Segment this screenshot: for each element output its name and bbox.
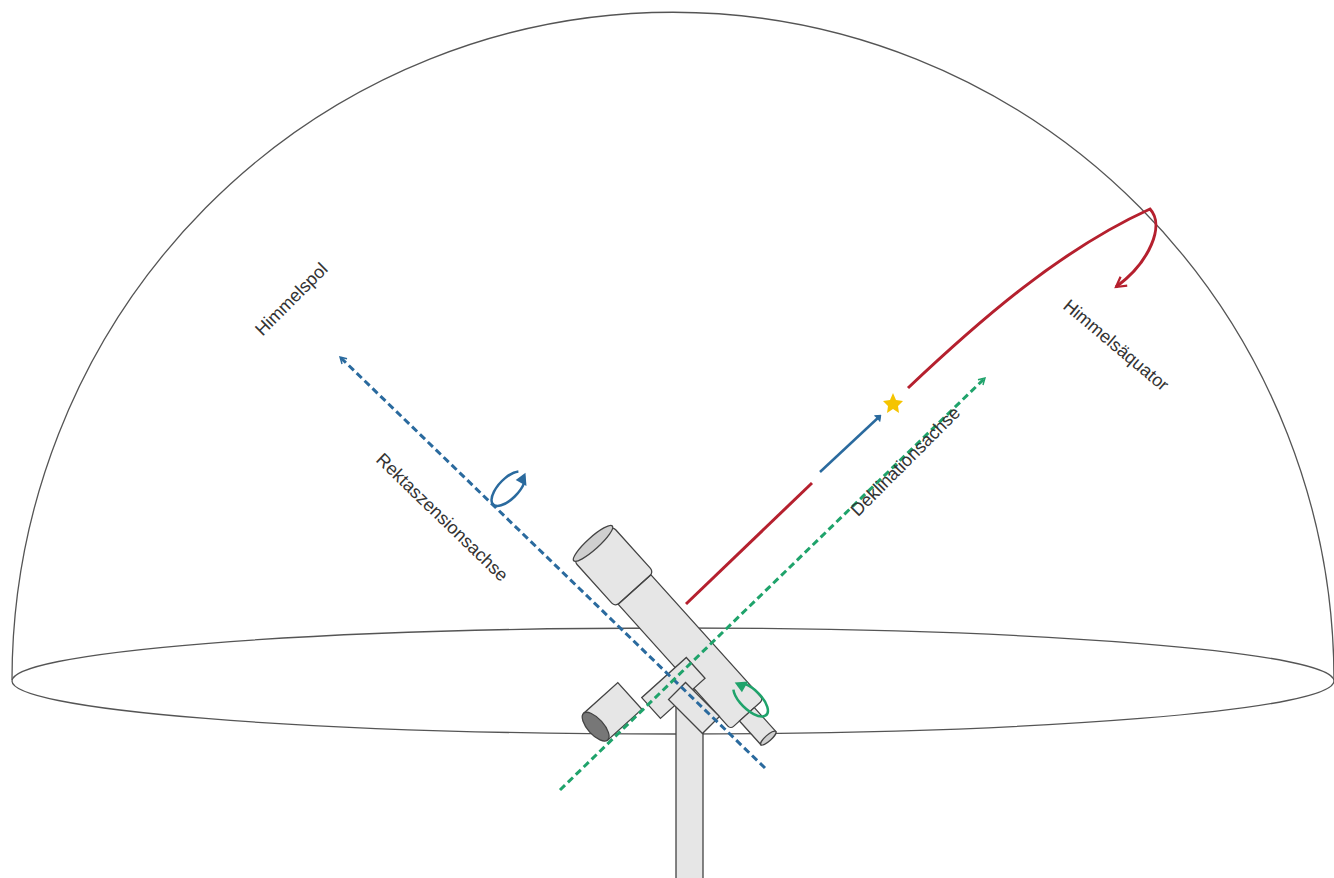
- star: [883, 393, 903, 413]
- rotation-symbol: [486, 465, 533, 512]
- axis-label: Himmelsäquator: [1059, 296, 1172, 395]
- ra-axis: [340, 357, 765, 768]
- axis-label: Deklinationsachse: [847, 403, 964, 520]
- sky-dome: [12, 12, 1334, 680]
- axis-label: Rektaszensionsachse: [372, 450, 512, 586]
- axis-label: Himmelspol: [252, 260, 332, 340]
- rotation-symbol: [727, 675, 774, 722]
- dec-axis: [560, 378, 985, 790]
- equator-line: [686, 483, 812, 604]
- telescope: [570, 522, 790, 758]
- direction-arrow: [820, 416, 880, 472]
